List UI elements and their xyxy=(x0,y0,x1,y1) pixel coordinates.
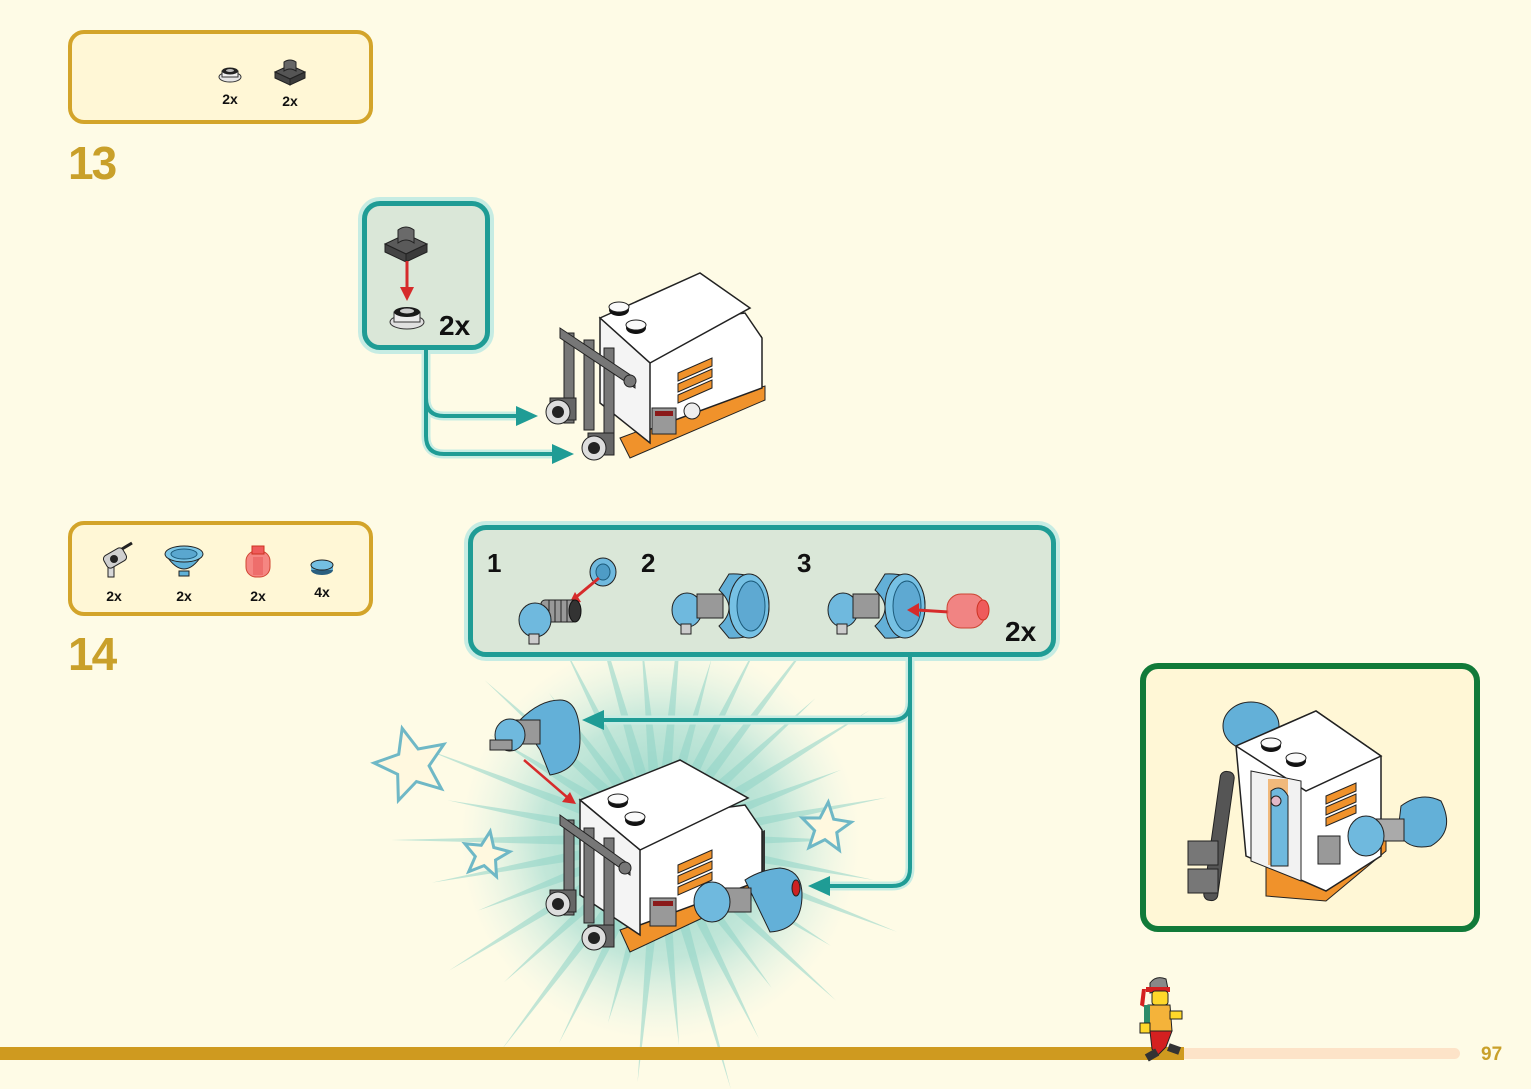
completed-model-preview xyxy=(1140,663,1480,932)
floating-thruster xyxy=(489,699,581,804)
down-arrow-icon xyxy=(400,261,414,301)
substep-number-2: 2 xyxy=(641,548,656,578)
part-qty: 2x xyxy=(282,93,298,109)
multiplier-label: 2x xyxy=(1005,616,1037,647)
step-number-14: 14 xyxy=(68,628,117,680)
arrow-head xyxy=(516,406,538,426)
burst-ray xyxy=(700,698,816,804)
connector-line xyxy=(826,657,912,888)
minifigure-progress-marker-icon xyxy=(1139,977,1183,1062)
burst-ray xyxy=(717,797,888,835)
substep-1-illustration xyxy=(518,557,617,645)
burst-ray xyxy=(671,896,731,1089)
substep-number-3: 3 xyxy=(797,548,812,578)
model-illustration-step-14 xyxy=(489,699,803,953)
sub-assembly-callout-step-13: 2x xyxy=(362,201,490,350)
parts-list-step-14: 2x 2x 2x 4x xyxy=(68,521,373,616)
part-dish-cone: 2x xyxy=(154,541,214,604)
round-plate-icon xyxy=(389,307,425,330)
burst-ray xyxy=(558,891,639,1044)
part-clip-tile: 2x xyxy=(260,58,320,109)
substep-number-1: 1 xyxy=(487,548,502,578)
round-plate-icon xyxy=(218,67,242,83)
part-qty: 2x xyxy=(176,588,192,604)
space-gun-icon xyxy=(102,541,133,578)
burst-ray xyxy=(681,637,761,789)
star-icon xyxy=(461,827,514,881)
burst-ray xyxy=(681,891,759,1039)
step-number-13: 13 xyxy=(68,137,117,189)
burst-ray xyxy=(691,630,819,796)
parts-list-step-13: 2x 2x xyxy=(68,30,373,124)
star-icon xyxy=(370,724,448,805)
substep-3-illustration xyxy=(827,573,990,639)
clip-tile-icon xyxy=(273,59,307,86)
part-qty: 2x xyxy=(250,588,266,604)
round-tile-icon xyxy=(310,559,334,575)
connector-line xyxy=(424,350,556,456)
part-qty: 2x xyxy=(222,91,238,107)
burst-ray xyxy=(424,748,607,824)
burst-ray xyxy=(431,845,603,883)
page-number: 97 xyxy=(1481,1044,1503,1065)
clip-tile-icon xyxy=(383,226,429,263)
part-round-tile: 4x xyxy=(292,559,352,600)
model-illustration-step-13 xyxy=(545,272,766,461)
arrow-head xyxy=(808,876,830,896)
burst-ray xyxy=(641,635,660,781)
burst-ray xyxy=(391,834,601,846)
trans-red-round-brick-icon xyxy=(245,545,271,578)
arrow-head xyxy=(582,710,604,730)
part-round-plate: 2x xyxy=(200,64,260,107)
dish-cone-icon xyxy=(164,545,204,577)
star-icon xyxy=(798,798,856,854)
completed-model-illustration xyxy=(1187,701,1448,902)
burst-ray xyxy=(707,709,871,814)
multiplier-label: 2x xyxy=(439,310,471,341)
part-qty: 4x xyxy=(314,584,330,600)
progress-fill xyxy=(0,1047,1184,1060)
part-round-brick-trans-red: 2x xyxy=(228,543,288,604)
substep-2-illustration xyxy=(671,573,770,639)
part-space-gun: 2x xyxy=(84,541,144,604)
part-qty: 2x xyxy=(106,588,122,604)
sub-assembly-callout-step-14: 1 2 3 2x xyxy=(468,525,1056,657)
burst-ray xyxy=(637,899,660,1082)
build-progress-bar xyxy=(0,1047,1460,1060)
arrow-head xyxy=(552,444,574,464)
